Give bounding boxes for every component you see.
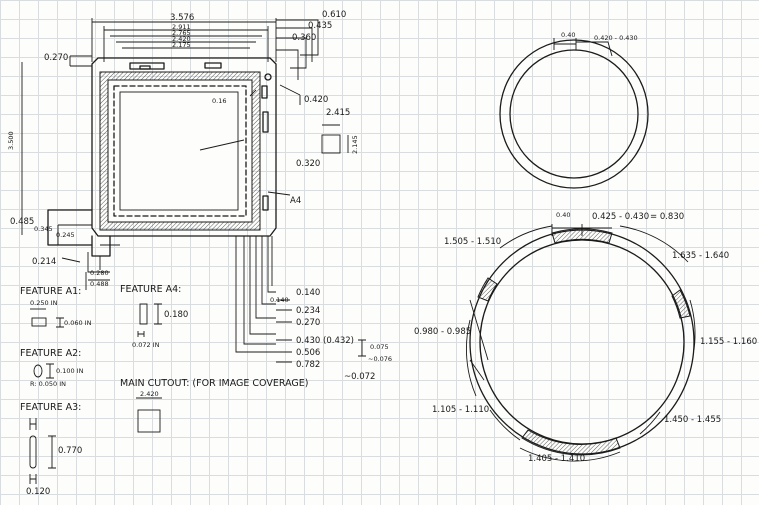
dim-0076: ~0.076 <box>368 355 393 363</box>
main-cutout-dim: 2.420 <box>140 390 159 398</box>
hatched-segment-left <box>477 277 498 302</box>
dim-0214: 0.214 <box>32 257 57 267</box>
feature-a1-shape <box>31 317 47 327</box>
dim-0072: ~0.072 <box>344 372 376 382</box>
large-ring-label-0830: = 0.830 <box>650 212 685 222</box>
large-ring-label-1155: 1.155 - 1.160 <box>700 337 758 347</box>
dim-0610: 0.610 <box>322 10 347 20</box>
tag-a4: A4 <box>290 196 302 206</box>
feature-a2-dim-2: R: 0.050 IN <box>30 380 67 388</box>
large-ring <box>466 224 696 462</box>
dim-3500: 3.500 <box>7 131 15 150</box>
dim-0345: 0.345 <box>34 225 53 233</box>
dim-width-4: 2.420 <box>172 35 191 43</box>
large-ring-label-040: 0.40 <box>556 211 571 219</box>
feature-a3-dim-1: 0.770 <box>58 446 83 456</box>
dim-0320: 0.320 <box>296 159 321 169</box>
feature-a3-shape <box>29 435 37 469</box>
feature-a1-title: FEATURE A1: <box>20 286 82 297</box>
dim-0488: 0.488 <box>90 280 109 288</box>
large-ring-label-0980: 0.980 - 0.985 <box>414 327 472 337</box>
dim-016: 0.16 <box>212 97 227 105</box>
small-ring-label-1: 0.40 <box>561 31 576 39</box>
dim-0234: 0.234 <box>296 306 321 316</box>
dim-0506: 0.506 <box>296 348 321 358</box>
hatched-segment-bottom <box>521 429 621 456</box>
feature-a2-title: FEATURE A2: <box>20 348 82 359</box>
dim-width-5: 2.175 <box>172 41 191 49</box>
dim-0485: 0.485 <box>10 217 35 227</box>
right-dimension-stack <box>235 236 366 363</box>
dim-0420: 0.420 <box>304 95 329 105</box>
dim-0270b: 0.270 <box>296 318 321 328</box>
dim-2415: 2.415 <box>326 108 351 118</box>
large-ring-label-1405: 1.405 - 1.410 <box>528 454 586 464</box>
large-ring-label-1450: 1.450 - 1.455 <box>664 415 722 425</box>
large-ring-label-1105: 1.105 - 1.110 <box>432 405 490 415</box>
dim-0270: 0.270 <box>44 53 69 63</box>
inner-cutout <box>119 91 239 211</box>
feature-a4-dim-1: 0.180 <box>164 310 189 320</box>
image-coverage-dashed <box>113 85 247 217</box>
dim-0435: 0.435 <box>308 21 333 31</box>
dim-width-total: 3.576 <box>170 13 195 23</box>
feature-a1-dim-1: 0.250 IN <box>30 299 58 307</box>
dim-0140-a: 0.140 <box>296 288 321 298</box>
top-dimension-lines <box>69 18 319 196</box>
small-ring-label-2: 0.420 - 0.430 <box>594 34 638 42</box>
dim-width-2: 2.911 <box>172 23 191 31</box>
main-cutout-shape <box>137 409 161 433</box>
feature-a1-dim-2: 0.060 IN <box>64 319 92 327</box>
main-cutout-title: MAIN CUTOUT: (FOR IMAGE COVERAGE) <box>120 378 309 389</box>
dim-0245: 0.245 <box>56 231 75 239</box>
feature-a4-title: FEATURE A4: <box>120 284 182 295</box>
dim-2145: 2.145 <box>351 135 359 154</box>
feature-a2-shape <box>33 364 43 378</box>
dim-0782: 0.782 <box>296 360 321 370</box>
large-ring-label-1505: 1.505 - 1.510 <box>444 237 502 247</box>
dim-0430: 0.430 (0.432) <box>296 336 355 346</box>
large-ring-label-1635: 1.635 - 1.640 <box>672 251 730 261</box>
dim-0360: 0.360 <box>292 33 317 43</box>
small-ring <box>499 38 649 189</box>
feature-a3-title: FEATURE A3: <box>20 402 82 413</box>
dim-0075: 0.075 <box>370 343 389 351</box>
feature-a3-dim-2: 0.120 <box>26 487 51 497</box>
inner-square-detail <box>321 134 341 154</box>
part-outline <box>47 57 277 270</box>
feature-a4-dim-2: 0.072 IN <box>132 341 160 349</box>
dim-0140-b: 0.140 <box>270 296 289 304</box>
feature-a2-dim-1: 0.100 IN <box>56 367 84 375</box>
dim-width-3: 2.765 <box>172 29 191 37</box>
dim-0280: 0.280 <box>90 269 109 277</box>
left-dimension-lines <box>21 62 110 290</box>
large-ring-label-0425: 0.425 - 0.430 <box>592 212 650 222</box>
feature-a4-shape <box>139 303 148 325</box>
hatched-segment-right <box>671 289 691 319</box>
